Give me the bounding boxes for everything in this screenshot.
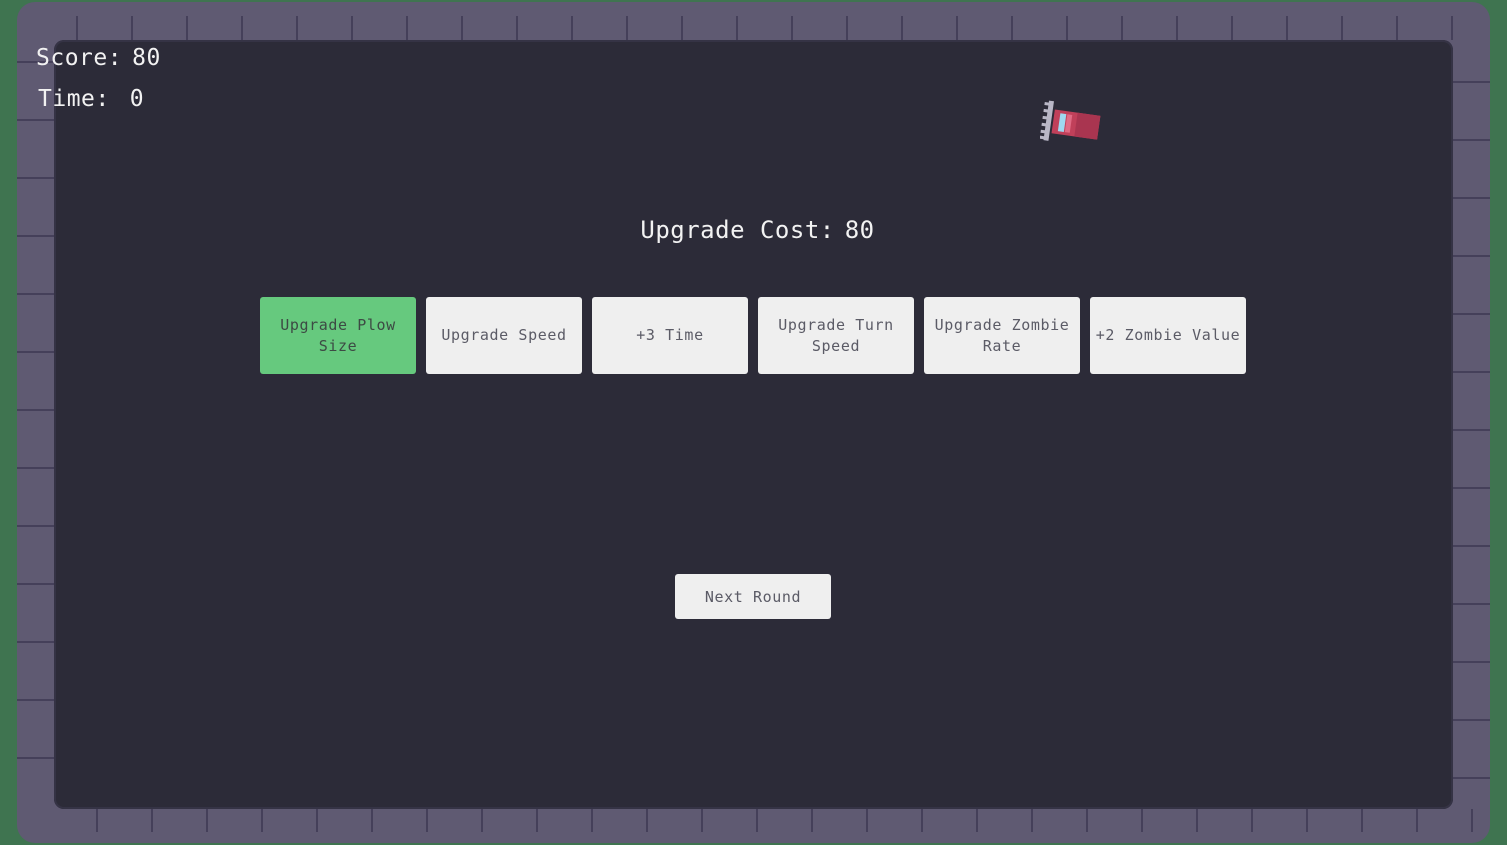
snowplow-truck-icon — [1040, 100, 1101, 141]
add-time-button[interactable]: +3 Time — [592, 297, 748, 374]
upgrade-turn-speed-button[interactable]: Upgrade Turn Speed — [758, 297, 914, 374]
wall-brick-lines — [17, 16, 1490, 832]
score-value: 80 — [132, 45, 161, 71]
upgrade-cost-value: 80 — [844, 216, 875, 244]
upgrade-cost-label: Upgrade Cost: — [640, 216, 835, 244]
next-round-button[interactable]: Next Round — [675, 574, 831, 619]
arena-floor — [54, 40, 1453, 809]
upgrade-speed-button[interactable]: Upgrade Speed — [426, 297, 582, 374]
time-display: Time: 0 — [38, 86, 144, 112]
zombie-value-button[interactable]: +2 Zombie Value — [1090, 297, 1246, 374]
upgrade-zombie-rate-button[interactable]: Upgrade Zombie Rate — [924, 297, 1080, 374]
time-value: 0 — [129, 86, 145, 112]
upgrade-cost-display: Upgrade Cost: 80 — [0, 216, 1507, 244]
score-display: Score: 80 — [36, 45, 161, 71]
upgrade-plow-size-button[interactable]: Upgrade Plow Size — [260, 297, 416, 374]
time-label: Time: — [38, 86, 110, 112]
score-label: Score: — [36, 45, 123, 71]
game-canvas — [17, 2, 1490, 843]
